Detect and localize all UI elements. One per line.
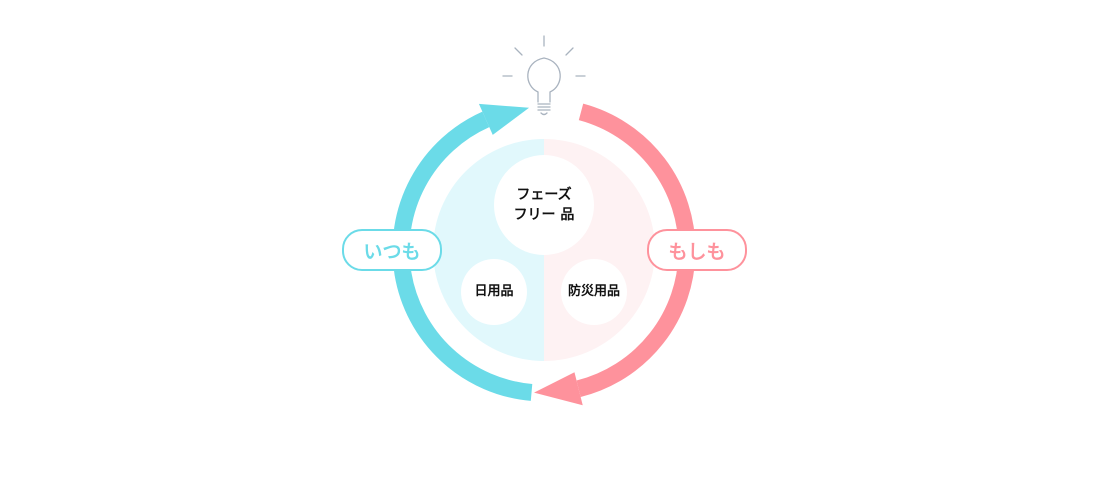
pink-arrowhead [534, 372, 583, 406]
cyan-cycle-arrow [392, 111, 533, 401]
right-item-label: 防災用品 [567, 284, 621, 299]
moshimo-pill: もしも [647, 229, 747, 271]
itsumo-pill: いつも [342, 229, 442, 271]
cyan-arrowhead [478, 103, 530, 135]
center-label: フェーズ フリー 品 [513, 187, 575, 223]
left-item-label: 日用品 [474, 284, 514, 299]
lightbulb-icon [502, 35, 586, 116]
center-circle [494, 155, 594, 255]
right-item-circle [561, 259, 627, 325]
left-item-circle [461, 259, 527, 325]
